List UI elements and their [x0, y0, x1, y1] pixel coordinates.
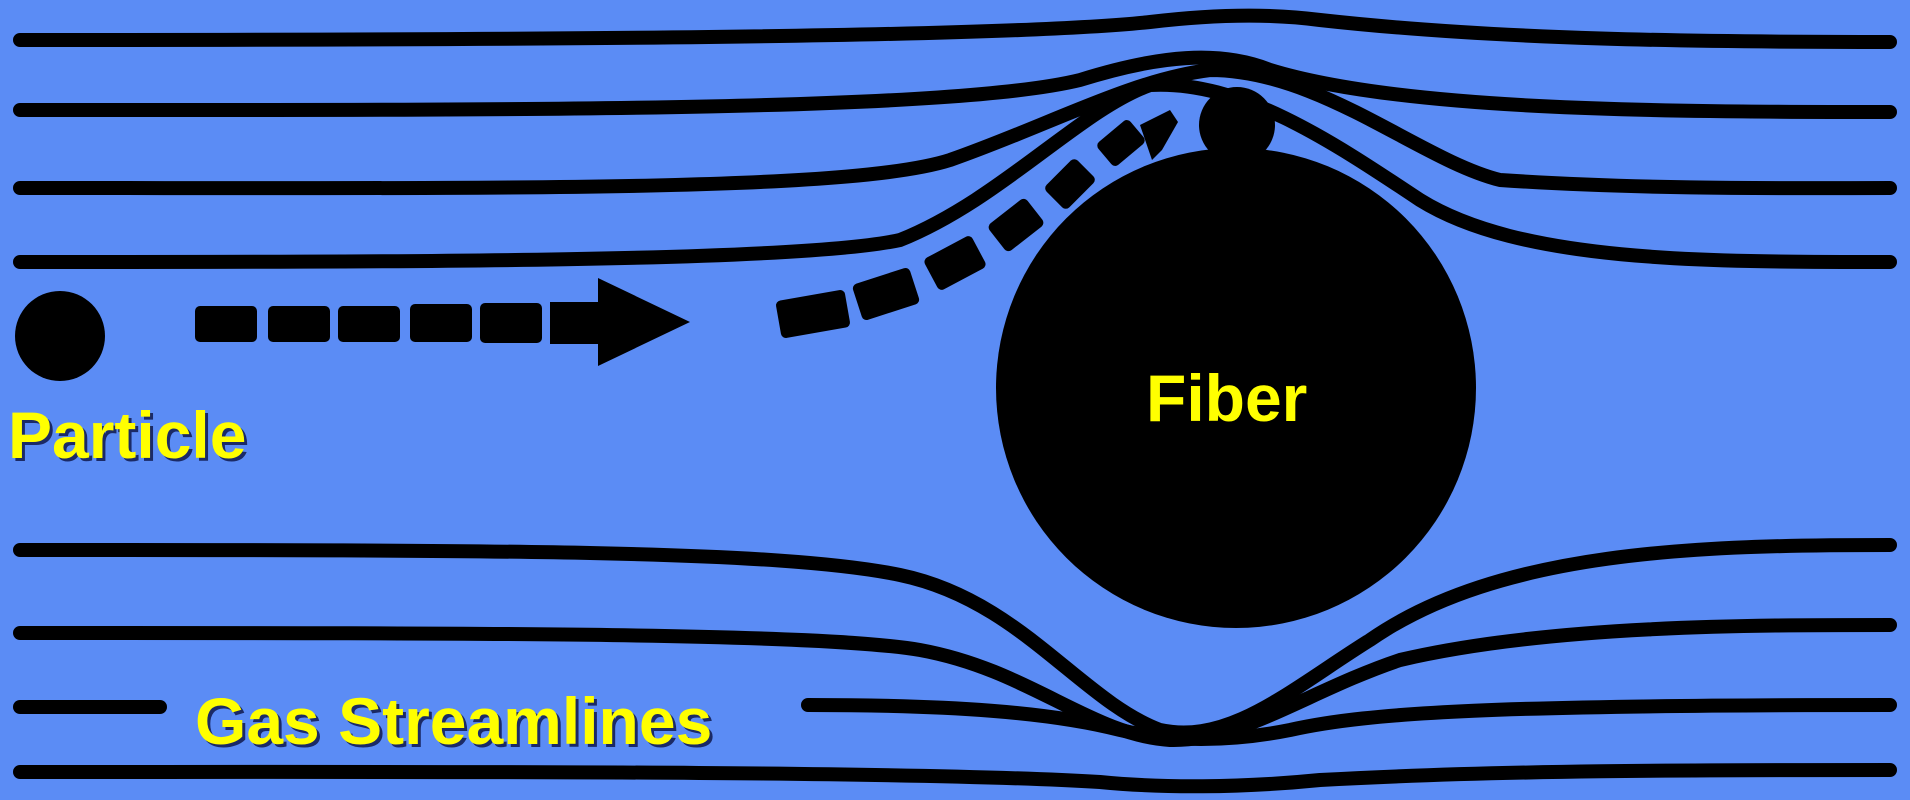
captured-particle	[1199, 87, 1275, 163]
gas-streamline-upper-1	[20, 16, 1890, 42]
fiber-label: Fiber	[1146, 365, 1307, 431]
trajectory-segment	[852, 267, 921, 322]
particle-label: Particle	[8, 402, 246, 468]
trajectory-segment	[1095, 118, 1146, 168]
gas-streamline-upper-3	[20, 70, 1890, 188]
trajectory-segment	[410, 304, 472, 342]
trajectory-segment	[480, 303, 542, 343]
gas-streamline-lower-4	[20, 770, 1890, 786]
trajectory-arrow-head	[550, 278, 690, 366]
trajectory-segment	[923, 234, 988, 291]
trajectory-segment	[775, 289, 851, 339]
trajectory-arrow-small	[1140, 110, 1178, 160]
trajectory-segment	[195, 306, 257, 342]
trajectory-segment	[338, 306, 400, 342]
gas-streamline-upper-2	[20, 58, 1890, 112]
trajectory-segment	[987, 197, 1046, 253]
trajectory-segment	[268, 306, 330, 342]
particle-circle	[15, 291, 105, 381]
gas-streamline-lower-3b	[808, 705, 1890, 739]
gas-streamlines-label: Gas Streamlines	[195, 688, 712, 754]
